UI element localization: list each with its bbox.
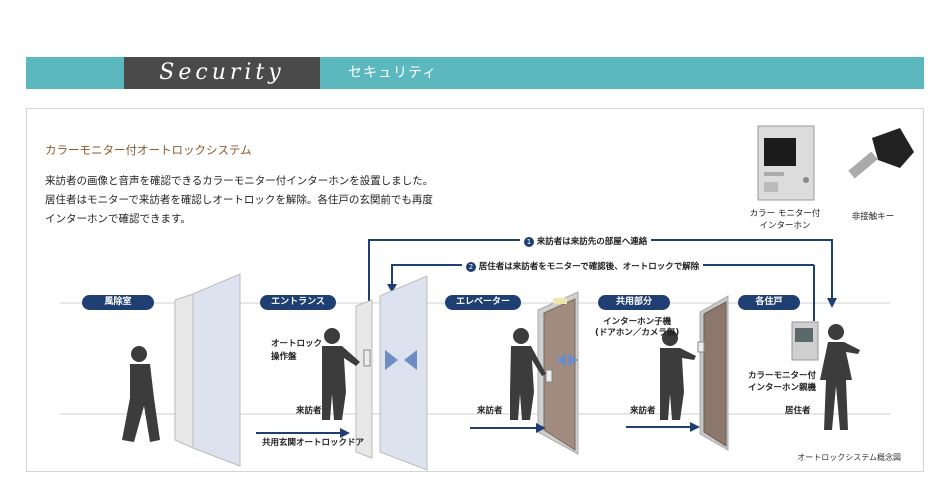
flow-step-2: 2 居住者は来訪者をモニターで確認後、オートロックで解除: [462, 260, 704, 272]
flow-step-1: 1 来訪者は来訪先の部屋へ連絡: [520, 235, 652, 247]
description-line: 来訪者の画像と音声を確認できるカラーモニター付インターホンを設置しました。: [45, 175, 434, 187]
interphone-sub-label: インターホン子機 (ドアホン／カメラ無): [595, 317, 680, 338]
visitor-label: 来訪者: [296, 406, 322, 416]
step-2-number-icon: 2: [466, 261, 476, 272]
zone-elevator: エレベーター: [445, 295, 521, 310]
key-caption: 非接触キー: [851, 212, 895, 222]
description-line: 居住者はモニターで来訪者を確認しオートロックを解除。各住戸の玄関前でも再度: [45, 194, 433, 206]
zone-entrance: エントランス: [260, 295, 336, 310]
interphone-main-label: カラーモニター付 インターホン親機: [748, 371, 817, 393]
visitor-label: 来訪者: [630, 406, 656, 416]
section-description: 来訪者の画像と音声を確認できるカラーモニター付インターホンを設置しました。 居住…: [45, 172, 433, 229]
resident-label: 居住者: [785, 406, 811, 416]
intercom-product-icon: [757, 125, 815, 201]
autolock-panel-label: オートロック 操作盤: [271, 339, 323, 362]
visitor-label: 来訪者: [477, 406, 503, 416]
security-badge: Security: [124, 57, 320, 89]
section-title: カラーモニター付オートロックシステム: [45, 143, 252, 157]
person-silhouettes: [122, 324, 860, 442]
zone-wind-room: 風除室: [82, 295, 154, 310]
contactless-key-icon: [848, 128, 914, 179]
step-1-number-icon: 1: [524, 236, 534, 247]
zone-each-unit: 各住戸: [738, 295, 800, 310]
header-subtitle: セキュリティ: [348, 65, 438, 81]
diagram-footnote: オートロックシステム概念図: [797, 453, 901, 462]
description-line: インターホンで確認できます。: [45, 213, 191, 225]
zone-common-area: 共用部分: [598, 295, 670, 310]
common-door-label: 共用玄関オートロックドア: [262, 438, 365, 448]
intercom-caption: カラー モニター付 インターホン: [749, 209, 821, 231]
